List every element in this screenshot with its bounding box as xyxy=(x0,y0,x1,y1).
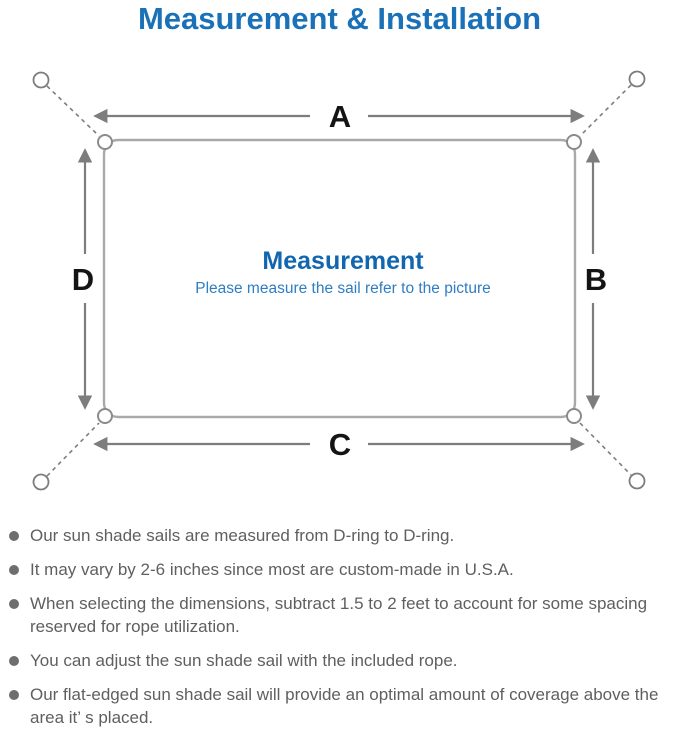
anchor-ring-bottom-right-icon xyxy=(628,472,646,490)
list-item: It may vary by 2-6 inches since most are… xyxy=(9,558,671,581)
note-text: Our flat-edged sun shade sail will provi… xyxy=(30,685,659,727)
dimension-label-c: C xyxy=(329,427,351,462)
note-text: It may vary by 2-6 inches since most are… xyxy=(30,560,514,579)
page-title: Measurement & Installation xyxy=(137,1,542,36)
dimension-label-b: B xyxy=(585,262,607,297)
bullet-icon xyxy=(9,690,19,700)
note-text: Our sun shade sails are measured from D-… xyxy=(30,526,455,545)
list-item: Our flat-edged sun shade sail will provi… xyxy=(9,683,671,729)
d-ring-top-left-icon xyxy=(97,134,113,150)
d-ring-bottom-right-icon xyxy=(566,408,582,424)
d-ring-top-right-icon xyxy=(566,134,582,150)
notes-list: Our sun shade sails are measured from D-… xyxy=(9,524,671,740)
d-ring-bottom-left-icon xyxy=(97,408,113,424)
anchor-ring-top-right-icon xyxy=(628,70,646,88)
bullet-icon xyxy=(9,531,19,541)
bullet-icon xyxy=(9,565,19,575)
dimension-label-d: D xyxy=(72,262,94,297)
list-item: When selecting the dimensions, subtract … xyxy=(9,592,671,638)
bullet-icon xyxy=(9,656,19,666)
sail-subheading: Please measure the sail refer to the pic… xyxy=(195,280,491,297)
rope-line-top-right xyxy=(579,84,632,137)
sail-heading: Measurement xyxy=(262,247,424,275)
anchor-ring-bottom-left-icon xyxy=(32,473,50,491)
bullet-icon xyxy=(9,599,19,609)
rope-line-bottom-right xyxy=(579,422,632,476)
dimension-label-a: A xyxy=(329,99,351,134)
rope-line-bottom-left xyxy=(46,422,100,477)
shade-sail-outline xyxy=(102,138,577,419)
measurement-diagram: A C D B Measurement Please measure the s… xyxy=(32,70,646,491)
list-item: You can adjust the sun shade sail with t… xyxy=(9,649,671,672)
list-item: Our sun shade sails are measured from D-… xyxy=(9,524,671,547)
note-text: When selecting the dimensions, subtract … xyxy=(30,594,648,636)
anchor-ring-top-left-icon xyxy=(32,71,50,89)
rope-line-top-left xyxy=(46,85,100,137)
note-text: You can adjust the sun shade sail with t… xyxy=(30,651,458,670)
